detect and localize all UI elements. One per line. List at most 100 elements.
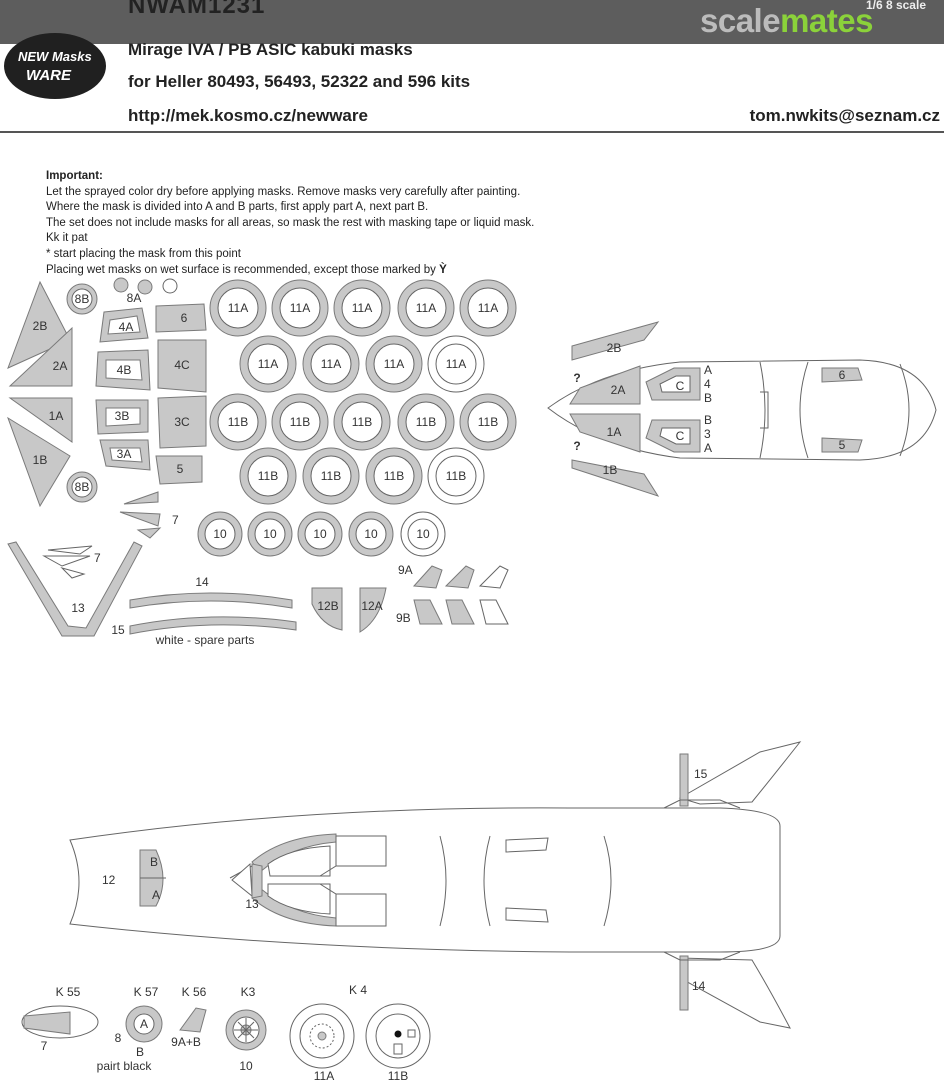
placement-6: [821, 367, 863, 383]
tail-fin-top: [678, 741, 802, 805]
spare-parts-note: white - spare parts: [155, 633, 255, 647]
mask-label: 12B: [317, 599, 338, 613]
scale-label: 1/6 8 scale: [865, 0, 926, 12]
side-view-diagram: 15 14 13 B A 12: [69, 741, 802, 1029]
mask-9A: [412, 565, 443, 589]
wheel-mask-10: 10: [364, 527, 378, 541]
top-view-diagram: 2B 1B 2A 1A ? ? C C A 4 B B 3 A 6 5: [547, 321, 937, 497]
wheel-mask-11B: 11B: [258, 469, 278, 483]
mask-label: 8B: [75, 480, 90, 494]
wheel-mask-11A: 11A: [384, 357, 404, 371]
instruction-line: Where the mask is divided into A and B p…: [46, 201, 429, 214]
mask-label: 6: [181, 311, 188, 325]
wheel-mask-11A: 11A: [258, 357, 278, 371]
mask-12A: [359, 587, 387, 633]
mask-3A: [99, 439, 151, 471]
svg-text:4: 4: [704, 377, 711, 391]
instruction-line: The set does not include masks for all a…: [46, 216, 535, 229]
newware-logo: NEW Masks WARE: [4, 33, 106, 99]
svg-text:B: B: [704, 413, 712, 427]
instruction-line: Kk it pat: [46, 232, 88, 245]
wheel-mask-11B: 11B: [352, 415, 372, 429]
mask-label: 1B: [33, 453, 48, 467]
mask-4C: [157, 339, 207, 393]
placement-5: [821, 437, 863, 453]
site-header-bar: NWAM1231 scalemates 1/6 8 scale: [0, 0, 944, 44]
mask-label: 8A: [127, 291, 142, 305]
mask-label: 1A: [49, 409, 64, 423]
svg-text:B: B: [136, 1045, 144, 1059]
scalemates-logo[interactable]: scalemates: [700, 2, 873, 39]
email-link[interactable]: tom.nwkits@seznam.cz: [749, 106, 940, 125]
fuselage-outline: [69, 807, 781, 953]
wheel-mask-11A: 11A: [416, 301, 436, 315]
svg-text:2A: 2A: [611, 383, 626, 397]
canopy-mask-group: 2B 2A 1A 1B 8B 8B 8A 4A 4B 3B 3A 6 4C 3C…: [7, 277, 509, 647]
unknown-marker: ?: [573, 371, 580, 385]
mask-label: 9B: [396, 611, 411, 625]
mask-label: 12A: [361, 599, 382, 613]
wheel-mask-11A: 11A: [321, 357, 341, 371]
mask-14: [129, 592, 293, 609]
svg-text:1A: 1A: [607, 425, 622, 439]
kit-parts-reference: K 55 7 K 57 A 8 B pairt black K 56 9A+B …: [21, 983, 431, 1080]
header-divider: [0, 131, 944, 133]
mask-4B: [95, 349, 151, 391]
svg-text:10: 10: [239, 1059, 253, 1073]
mask-label: 3C: [174, 415, 190, 429]
svg-text:14: 14: [692, 979, 706, 993]
mask-7-b: [119, 511, 161, 527]
svg-text:15: 15: [694, 767, 708, 781]
mask-label: 3A: [117, 447, 132, 461]
product-code: NWAM1231: [128, 0, 266, 19]
wheel-mask-11A-spare: 11A: [446, 357, 466, 371]
mask-label: 4C: [174, 358, 190, 372]
wheel-mask-11A: 11A: [290, 301, 310, 315]
mask-3B: [95, 399, 149, 435]
tail-fin-bottom: [679, 957, 791, 1029]
kit-part-code: K 4: [349, 983, 367, 997]
mask-label: 5: [177, 462, 184, 476]
svg-text:C: C: [676, 429, 685, 443]
kit-part-K56: [179, 1007, 207, 1033]
svg-text:8: 8: [115, 1031, 122, 1045]
svg-text:5: 5: [839, 438, 846, 452]
mask-9A: [444, 565, 475, 589]
mask-label: 8B: [75, 292, 90, 306]
svg-text:C: C: [676, 379, 685, 393]
mask-8A-dot: [113, 277, 129, 293]
mask-9B: [445, 599, 475, 625]
wheel-mask-10: 10: [213, 527, 227, 541]
placement-14: [679, 955, 689, 1011]
mask-label: 7: [94, 551, 101, 565]
wheel-mask-10: 10: [313, 527, 327, 541]
wheel-mask-grid: 11A 11A 11A 11A 11A 11A 11A 11A 11A 11B …: [197, 279, 517, 557]
instruction-line: Placing wet masks on wet surface is reco…: [46, 263, 447, 276]
instruction-line: * start placing the mask from this point: [46, 247, 241, 260]
mask-label: 2A: [53, 359, 68, 373]
svg-text:3: 3: [704, 427, 711, 441]
wheel-mask-11B: 11B: [290, 415, 310, 429]
mask-label: 14: [195, 575, 209, 589]
placement-2A: [569, 365, 641, 405]
mask-13: [7, 541, 143, 637]
mask-label: 13: [71, 601, 85, 615]
mask-8A-dot: [137, 279, 153, 295]
instructions-block: Important: Let the sprayed color dry bef…: [46, 169, 534, 278]
mask-9B: [413, 599, 443, 625]
document-title: Mirage IVA / PB ASIC kabuki masks: [128, 40, 413, 59]
wheel-mask-11B: 11B: [384, 469, 404, 483]
svg-text:13: 13: [245, 897, 259, 911]
svg-text:B: B: [704, 391, 712, 405]
svg-text:1B: 1B: [603, 463, 618, 477]
svg-text:11A: 11A: [314, 1069, 334, 1080]
mask-5: [155, 455, 203, 485]
wheel-mask-11A: 11A: [228, 301, 248, 315]
svg-text:2B: 2B: [607, 341, 622, 355]
svg-text:A: A: [140, 1017, 148, 1031]
svg-text:12: 12: [102, 873, 116, 887]
mask-1B: [7, 416, 71, 508]
website-link[interactable]: http://mek.kosmo.cz/newware: [128, 106, 368, 125]
wheel-mask-10: 10: [263, 527, 277, 541]
